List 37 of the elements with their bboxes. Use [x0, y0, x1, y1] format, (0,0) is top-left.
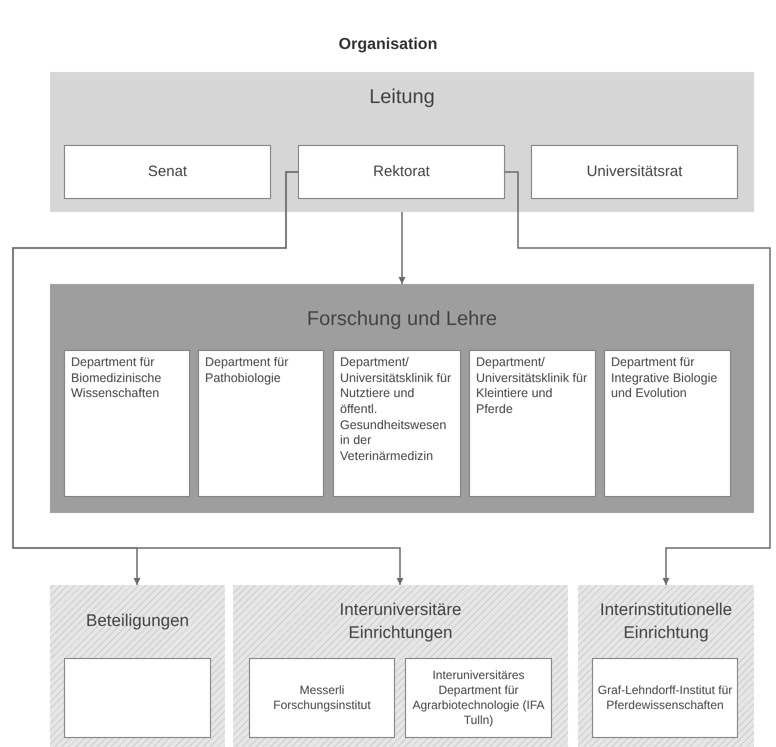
institute-box: [405, 658, 552, 738]
box-label: Graf-Lehndorff-Institut für Pferdewissenschaften: [597, 683, 733, 713]
box-label: Interuniversitäres Department für Agrarbiotechnologie (IFA Tulln): [411, 668, 546, 728]
group-band: [50, 284, 754, 513]
connector-arrow: [398, 212, 406, 284]
box-label: Universitätsrat: [586, 162, 682, 182]
group-heading: Forschung und Lehre: [306, 308, 498, 331]
department-box: [64, 350, 190, 497]
group-heading: Interuniversitäre Einrichtungen: [338, 598, 462, 644]
group-heading: Beteiligungen: [84, 610, 190, 632]
box-label: Department/ Universitätsklinik für Kleintiere und Pferde: [476, 355, 588, 418]
box-label: Messerli Forschungsinstitut: [272, 683, 372, 713]
diagram-title: Organisation: [338, 36, 438, 54]
group-band: [50, 72, 754, 212]
connector-arrow: [505, 171, 771, 585]
hatched-group-panel: [50, 585, 225, 747]
department-box: [198, 350, 324, 497]
group-heading: Interinstitutionelle Einrichtung: [598, 598, 734, 644]
box-label: Department/ Universitätsklinik für Nutztiere und öffentl. Gesundheitswesen in der Veterinärmedizin: [340, 355, 452, 464]
box-label: Rektorat: [373, 162, 430, 182]
department-box: [333, 350, 461, 497]
box-label: Department für Integrative Biologie und Evolution: [611, 355, 718, 402]
empty-box: [64, 658, 211, 738]
box-label: Department für Biomedizinische Wissenschaften: [71, 355, 162, 402]
hatched-group-panel: [233, 585, 568, 747]
institute-box: [249, 658, 395, 738]
process-box: [298, 145, 505, 199]
connector-arrow: [12, 171, 404, 585]
department-box: [469, 350, 596, 497]
box-label: Department für Pathobiologie: [205, 355, 290, 386]
process-box: [531, 145, 738, 199]
group-heading: Leitung: [368, 86, 436, 109]
institute-box: [592, 658, 738, 738]
process-box: [64, 145, 271, 199]
box-label: Senat: [148, 162, 188, 182]
hatched-group-panel: [578, 585, 754, 747]
department-box: [604, 350, 731, 497]
